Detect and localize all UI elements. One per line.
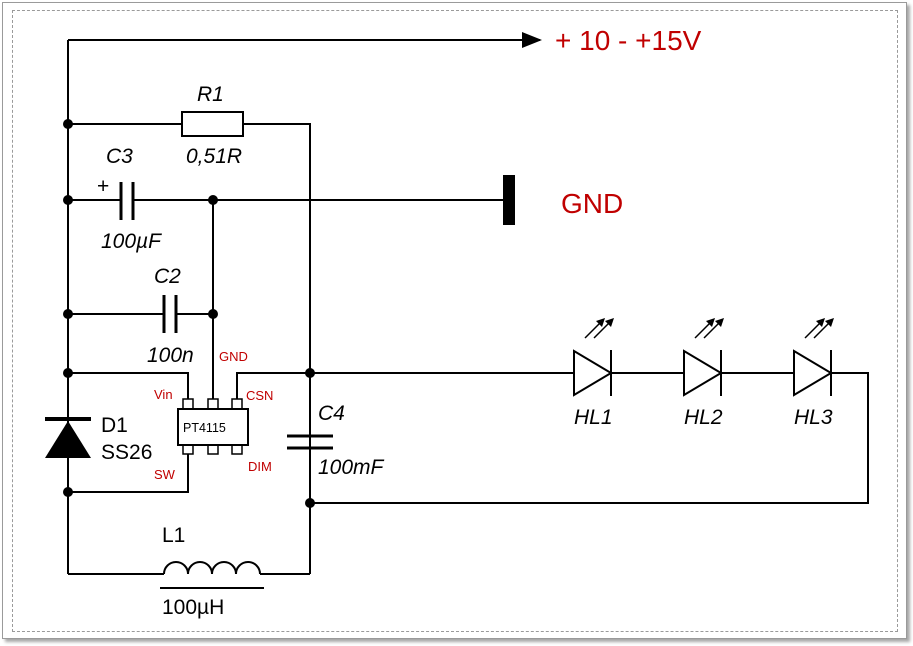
l1-inductor-icon [163,561,261,575]
ic-pin-vin-label: Vin [154,387,173,402]
c2-capacitor [162,295,178,333]
wires [67,39,869,575]
c3-polarity-label: + [97,175,109,198]
junction-dots [63,119,315,508]
c4-value-label: 100mF [318,456,385,479]
c3-value-label: 100µF [101,230,162,253]
ic-pin-gnd-label: GND [219,349,248,364]
ground-bar-icon [503,175,515,225]
r1-resistor [181,111,244,137]
led-hl1-label: HL1 [574,406,613,429]
c4-ref-label: C4 [318,402,345,425]
d1-diode-icon [45,417,91,458]
sw-wire [68,447,189,493]
junction-dot [208,309,218,319]
ic-pin-sw-label: SW [154,467,176,482]
ground-label: GND [561,188,623,219]
d1-value-label: SS26 [101,441,152,464]
r1-value-label: 0,51R [186,145,242,168]
junction-dot [305,498,315,508]
junction-dot [63,368,73,378]
sheet-frame [2,2,907,639]
led-hl3-icon [793,318,834,397]
led-hl2-label: HL2 [684,406,723,429]
ic-pin-dim-label: DIM [248,459,272,474]
ic-name-label: PT4115 [183,421,226,435]
ic-pin-csn-label: CSN [246,388,273,403]
c3-ref-label: C3 [106,145,133,168]
sheet-border [12,10,898,632]
led-string-wire [236,372,869,504]
junction-dot [63,195,73,205]
c4-capacitor [287,434,333,450]
d1-ref-label: D1 [101,414,128,437]
l1-value-label: 100µH [162,596,224,619]
junction-dot [208,195,218,205]
junction-dot [63,487,73,497]
junction-dot [63,119,73,129]
pt4115-ic [177,398,249,455]
led-hl3-label: HL3 [794,406,833,429]
led-hl1-icon [573,318,614,397]
l1-ref-label: L1 [162,524,185,547]
c3-capacitor [119,182,135,220]
junction-dot [305,368,315,378]
c2-value-label: 100n [147,344,194,367]
vin-wire [68,372,189,405]
led-hl2-icon [683,318,724,397]
supply-label: + 10 - +15V [555,25,702,56]
junction-dot [63,309,73,319]
r1-ref-label: R1 [197,83,224,106]
c2-ref-label: C2 [154,265,181,288]
